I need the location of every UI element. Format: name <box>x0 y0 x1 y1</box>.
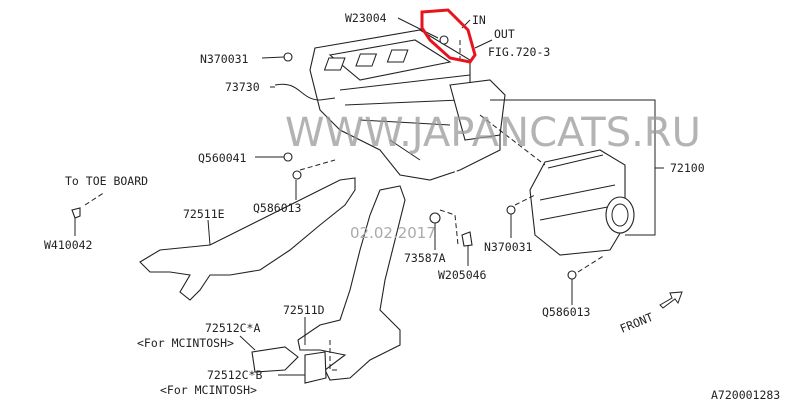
label-72512c-a: 72512C*A <box>205 321 260 335</box>
valve-w23004 <box>439 35 449 45</box>
duct-72511E <box>139 177 356 301</box>
label-q586013-right: Q586013 <box>542 305 591 319</box>
label-w410042: W410042 <box>44 238 92 252</box>
diagram-id: A720001283 <box>711 388 780 400</box>
label-front: FRONT <box>618 310 655 336</box>
duct-72512C-B <box>304 351 327 384</box>
label-w205046: W205046 <box>438 268 487 282</box>
fastener-q586013 <box>292 170 302 180</box>
label-in: IN <box>472 13 486 27</box>
duct-72511D <box>297 185 406 381</box>
fastener-n370031 <box>283 52 293 62</box>
label-n370031-right: N370031 <box>484 240 533 254</box>
grommet-73587A <box>429 212 441 224</box>
label-n370031-top: N370031 <box>200 52 249 66</box>
leader-lines <box>74 17 664 376</box>
label-72511e: 72511E <box>183 207 225 221</box>
label-72100: 72100 <box>670 161 705 175</box>
front-arrow-icon <box>659 291 683 309</box>
heater-unit-72100-assembly <box>309 29 506 181</box>
label-73587a: 73587A <box>404 251 446 265</box>
duct-72512C-A <box>251 346 299 373</box>
label-for-mcintosh-a: <For MCINTOSH> <box>137 336 234 350</box>
label-72512c-b: 72512C*B <box>207 368 262 382</box>
label-fig-720-3: FIG.720-3 <box>488 45 550 59</box>
blower-unit <box>529 149 635 256</box>
watermark: WWW.JAPANCATS.RU <box>285 110 701 156</box>
clip-w410042 <box>71 207 81 219</box>
clip-w205046 <box>461 231 473 247</box>
label-w23004: W23004 <box>345 11 387 25</box>
pipe-73730 <box>274 83 336 101</box>
label-73730: 73730 <box>225 80 260 94</box>
fastener-q586013-right <box>567 270 577 280</box>
fastener-n370031-right <box>506 205 516 215</box>
date-stamp: 02.02.2017 <box>350 224 436 242</box>
label-out: OUT <box>494 27 515 41</box>
highlight-circle <box>420 8 477 64</box>
label-for-mcintosh-b: <For MCINTOSH> <box>160 383 257 397</box>
label-72511d: 72511D <box>283 303 325 317</box>
label-to-toe-board: To TOE BOARD <box>65 174 148 188</box>
label-q586013-left: Q586013 <box>253 201 302 215</box>
label-q560041: Q560041 <box>198 151 247 165</box>
